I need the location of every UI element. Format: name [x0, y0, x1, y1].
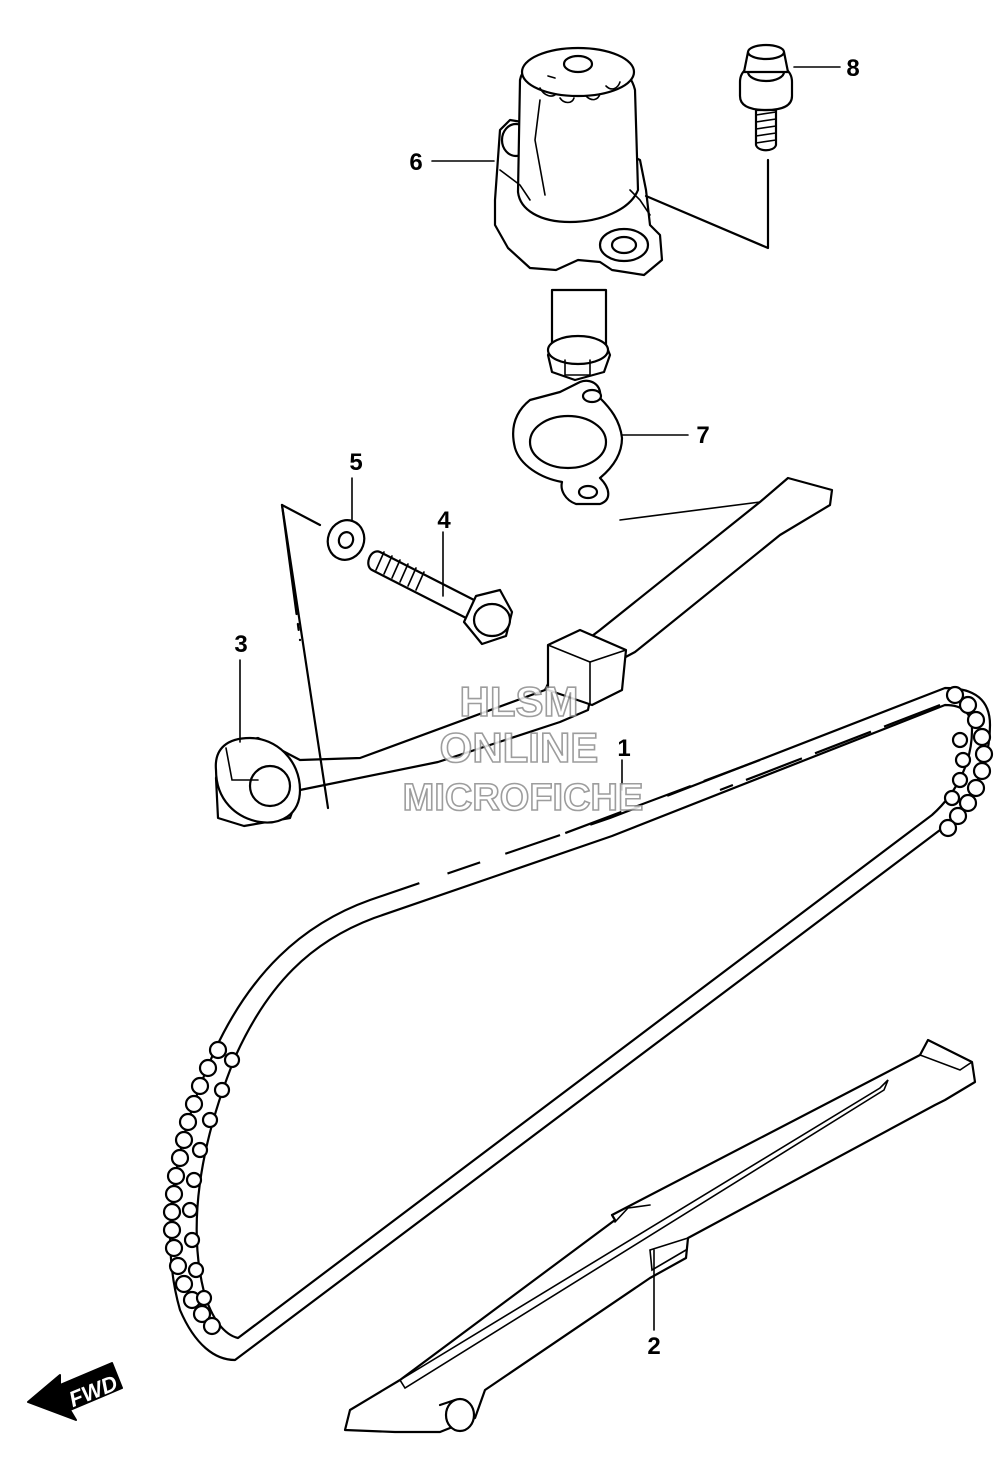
fwd-arrow-icon	[27, 1362, 123, 1421]
callout-2: 2	[647, 1333, 660, 1360]
callout-6: 6	[409, 149, 422, 176]
cam-chain	[162, 685, 994, 1362]
bolt-4	[367, 550, 514, 646]
chain-guide	[343, 1038, 977, 1434]
leader-lines	[239, 66, 841, 1331]
callout-4: 4	[437, 507, 451, 534]
callout-8: 8	[846, 55, 859, 82]
watermark: HLSM ONLINE MICROFICHE	[402, 677, 644, 820]
washer-5	[326, 519, 366, 561]
tensioner-adjuster-6	[493, 46, 664, 382]
watermark-line-1: HLSM	[460, 678, 579, 725]
callout-3: 3	[234, 631, 247, 658]
watermark-line-2: ONLINE	[440, 724, 599, 771]
tensioner-arm	[214, 476, 834, 828]
callout-7: 7	[696, 422, 709, 449]
gasket-7	[512, 379, 624, 506]
assembly-lines	[280, 158, 770, 810]
callout-1: 1	[617, 735, 630, 762]
fwd-direction-arrow: FWD	[27, 1362, 123, 1421]
callout-5: 5	[349, 449, 362, 476]
bolt-8	[738, 43, 794, 152]
watermark-line-3: MICROFICHE	[403, 777, 644, 819]
